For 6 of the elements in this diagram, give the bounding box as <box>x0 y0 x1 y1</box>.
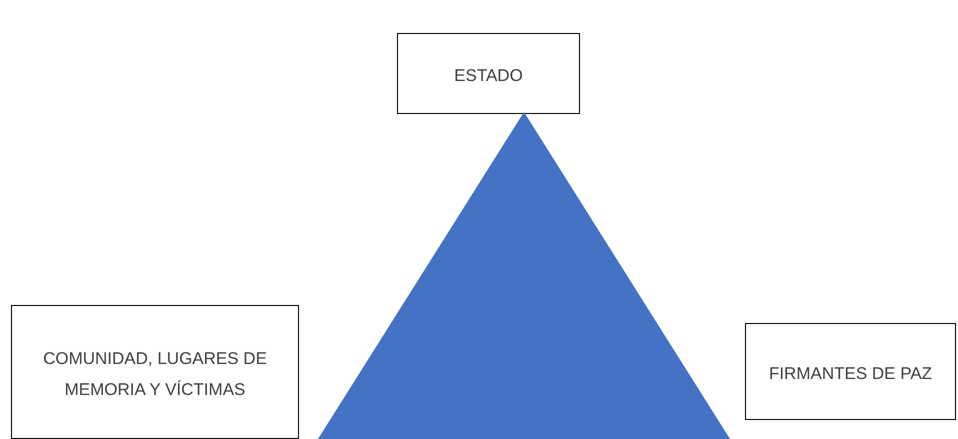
text-box <box>745 323 956 420</box>
text-box <box>11 305 299 439</box>
box-label: COMUNIDAD, LUGARES DE MEMORIA Y VÍCTIMAS <box>42 348 268 401</box>
box-label: ESTADO <box>454 65 523 87</box>
box-label: FIRMANTES DE PAZ <box>768 363 932 385</box>
text-box <box>397 33 580 114</box>
